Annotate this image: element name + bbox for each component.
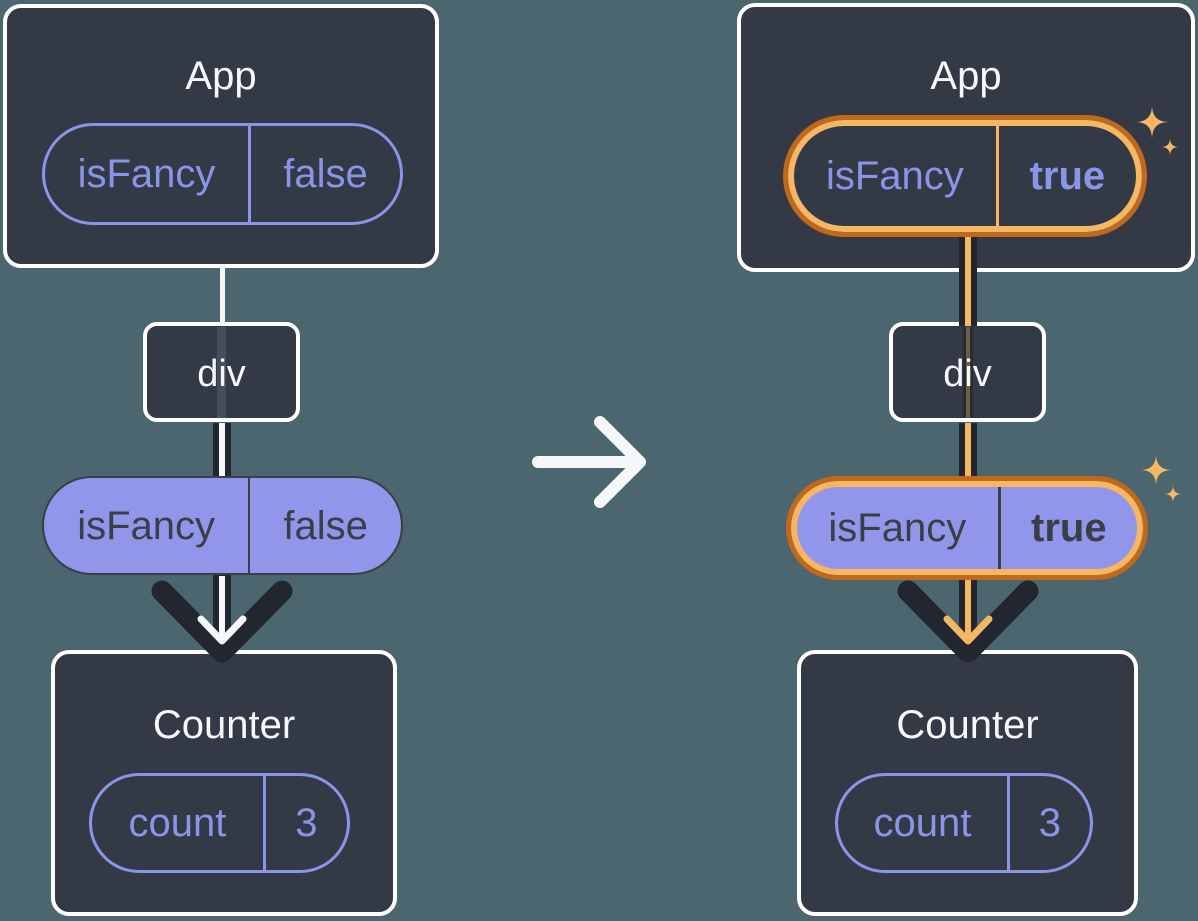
right-div-label: div [943, 353, 992, 395]
prop-value-cell: false [283, 503, 368, 548]
left-div-label: div [197, 353, 246, 395]
left-counter-title: Counter [152, 703, 296, 747]
right-pill-div-connector-core [965, 230, 971, 326]
pill-divider [262, 776, 266, 870]
pill-divider [997, 487, 1001, 569]
right-counter-state-pill: count 3 [835, 773, 1093, 873]
left-div-pass-through-stripe [217, 327, 226, 418]
pill-divider [248, 126, 252, 222]
state-value-cell: 3 [295, 801, 318, 845]
left-app-state-pill: isFancy false [42, 123, 403, 225]
state-value-cell: 3 [1038, 801, 1062, 845]
transition-right-arrow-icon [532, 416, 646, 508]
state-name-cell: isFancy [825, 154, 964, 198]
state-name-cell: isFancy [77, 152, 216, 196]
right-counter-title: Counter [896, 703, 1039, 747]
pill-divider [1006, 776, 1010, 870]
prop-name-cell: isFancy [77, 503, 215, 548]
state-value-cell: false [283, 152, 368, 196]
state-value-cell: true [1029, 154, 1106, 198]
right-app-title: App [930, 54, 1002, 98]
left-down-arrow-icon [151, 574, 293, 663]
pill-divider [995, 126, 999, 226]
left-app-div-connector [220, 264, 225, 326]
left-app-title: App [185, 54, 257, 98]
prop-value-cell: true [1031, 506, 1107, 550]
right-div-pass-through-stripe [963, 327, 973, 418]
left-div-pill-connector-core [219, 423, 225, 480]
prop-name-cell: isFancy [828, 506, 967, 550]
right-passed-prop-pill-highlighted: isFancy true [786, 476, 1148, 580]
right-div-pill-connector-core [965, 423, 971, 480]
left-counter-state-pill: count 3 [89, 773, 350, 873]
right-down-arrow-icon [897, 577, 1039, 663]
state-name-cell: count [873, 801, 972, 845]
pill-divider [248, 478, 251, 573]
state-name-cell: count [128, 801, 227, 845]
right-div-pass-through-stripe-orange [966, 327, 970, 418]
left-passed-prop-pill: isFancy false [42, 476, 403, 575]
right-app-state-pill-highlighted: isFancy true [783, 115, 1147, 237]
left-div-box [143, 322, 300, 422]
